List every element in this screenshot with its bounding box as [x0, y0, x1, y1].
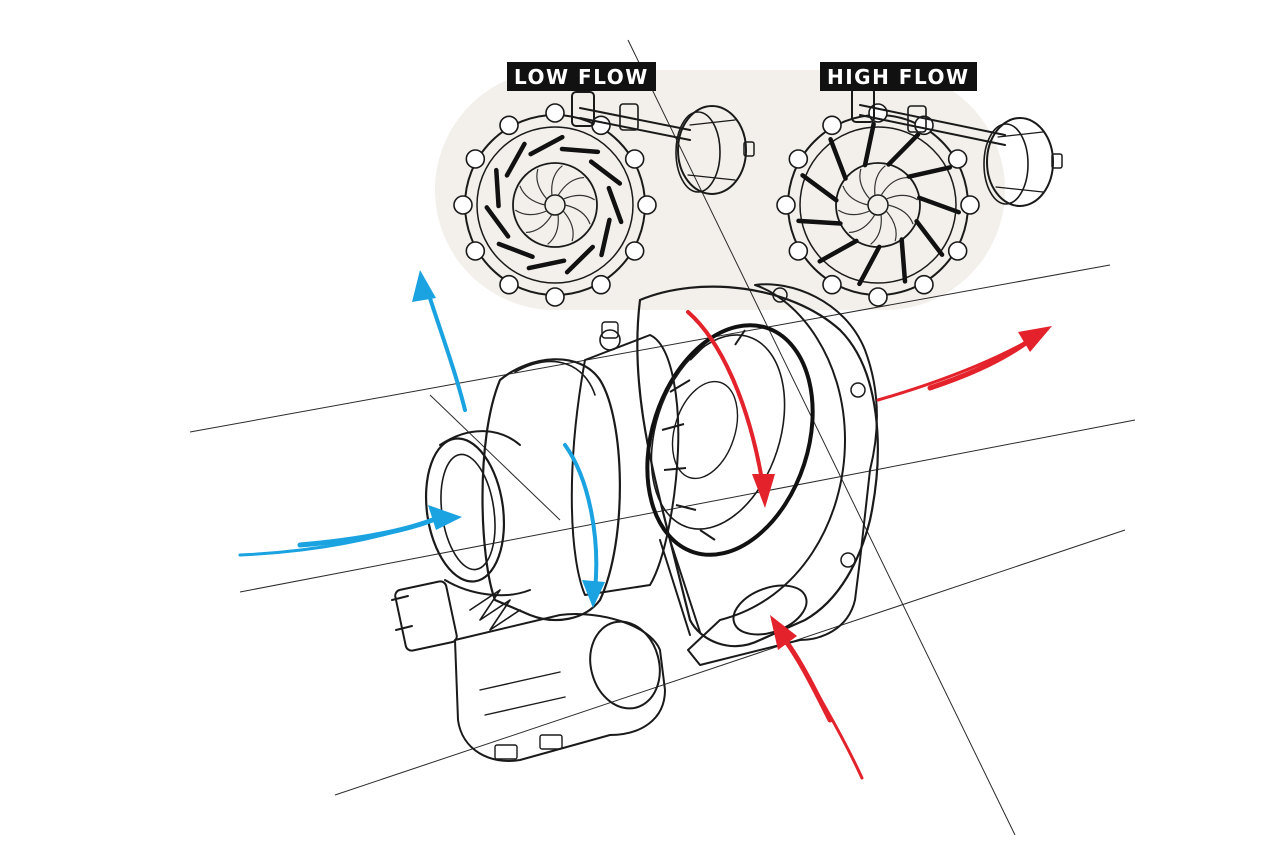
- impeller-blade: [562, 210, 574, 242]
- impeller-blade: [874, 165, 886, 196]
- vane: [817, 238, 859, 264]
- vane: [494, 167, 501, 209]
- impeller-blade: [557, 176, 585, 196]
- electronic-actuator-icon: [391, 580, 666, 762]
- vane: [796, 218, 843, 226]
- ring-lug: [591, 274, 611, 295]
- exhaust-arrow-swirl: [686, 310, 764, 482]
- impeller-blade: [880, 176, 908, 196]
- vane: [528, 134, 565, 157]
- exhaust-gas-arrows: [686, 310, 1033, 780]
- impeller-blade: [536, 168, 548, 200]
- impeller-blade: [885, 194, 919, 201]
- impeller-blade: [562, 194, 596, 201]
- high-flow-label: HIGH FLOW: [820, 62, 977, 91]
- exhaust-ring: [645, 323, 815, 557]
- low-flow-actuator-icon: [571, 91, 755, 195]
- vane: [606, 185, 624, 225]
- ring-lug: [499, 274, 519, 295]
- impeller-blade: [885, 210, 897, 242]
- vane: [917, 195, 961, 215]
- construction-lines: [189, 39, 1136, 836]
- impeller-blade: [564, 204, 591, 225]
- ring-lug: [465, 149, 486, 169]
- ring-lug: [499, 115, 519, 136]
- intake-arrow-in: [238, 515, 442, 557]
- vane: [828, 137, 848, 181]
- ring-lug: [453, 195, 473, 215]
- vane: [484, 205, 511, 239]
- ring-lug: [624, 149, 645, 169]
- exhaust-arrow-heads: [752, 326, 1052, 650]
- vane: [504, 141, 527, 178]
- vane: [899, 237, 908, 284]
- impeller-blade: [519, 185, 546, 206]
- intake-arrow-down: [563, 443, 599, 592]
- nozzle-vanes: [661, 329, 746, 541]
- intake-air-arrows: [238, 290, 599, 592]
- high-flow-vane-ring-icon: [776, 103, 980, 307]
- turbocharger-icon: [391, 283, 879, 762]
- ring-lug: [545, 103, 565, 123]
- vane: [906, 165, 953, 179]
- vane: [800, 173, 839, 203]
- vane: [588, 159, 623, 186]
- impeller-blade: [837, 209, 871, 216]
- impeller-blade: [842, 185, 869, 206]
- ring-lug: [624, 241, 645, 261]
- vane: [886, 132, 921, 167]
- ring-lug: [788, 149, 809, 169]
- center-housing: [570, 334, 680, 596]
- vane: [559, 146, 601, 155]
- impeller-blade: [887, 204, 914, 225]
- ring-lug: [776, 195, 796, 215]
- vane: [526, 258, 567, 271]
- impeller-blade: [848, 214, 876, 234]
- exhaust-arrow-out: [876, 338, 1032, 402]
- ring-lug: [947, 149, 968, 169]
- ring-lug: [788, 241, 809, 261]
- vane: [857, 244, 882, 287]
- low-flow-label: LOW FLOW: [507, 62, 656, 91]
- ring-lug: [914, 274, 934, 295]
- vane: [496, 241, 535, 260]
- ring-lug: [822, 274, 842, 295]
- ring-lug: [637, 195, 657, 215]
- compressor-housing: [481, 358, 621, 622]
- vane: [599, 217, 612, 258]
- vane: [862, 121, 876, 168]
- vane: [914, 219, 945, 257]
- low-flow-vane-ring-icon: [453, 103, 657, 307]
- vane: [564, 244, 596, 275]
- high-flow-actuator-icon: [851, 87, 1063, 207]
- compressor-inlet: [424, 437, 506, 583]
- turbine-outlet: [732, 584, 808, 636]
- ring-lug: [545, 287, 565, 307]
- impeller-blade: [547, 214, 559, 245]
- impeller-blade: [514, 209, 548, 216]
- impeller-blade: [859, 168, 871, 200]
- ring-lug: [822, 115, 842, 136]
- intake-arrow-up: [426, 290, 467, 412]
- impeller-blade: [525, 214, 553, 234]
- ring-lug: [465, 241, 486, 261]
- impeller-blade: [551, 165, 563, 196]
- ring-lug: [868, 287, 888, 307]
- intake-arrow-heads: [412, 270, 605, 608]
- turbine-flange: [687, 283, 878, 666]
- ring-lug: [960, 195, 980, 215]
- ring-lug: [947, 241, 968, 261]
- impeller-blade: [870, 214, 882, 245]
